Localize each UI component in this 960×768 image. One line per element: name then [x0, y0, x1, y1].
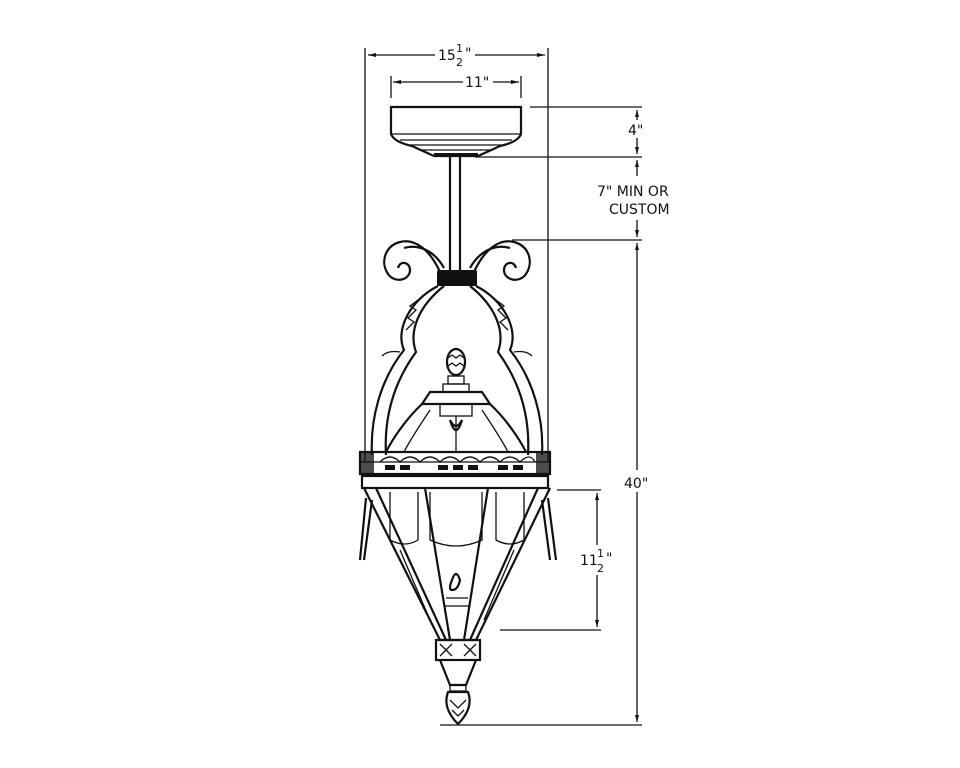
canopy-width-label: 11" [465, 75, 489, 91]
canopy-height-label: 4" [628, 123, 643, 139]
dome [385, 347, 527, 453]
glass-height-frac-den: 2 [597, 562, 604, 575]
collar [437, 270, 477, 286]
lantern-body [358, 487, 558, 687]
scroll-arms [370, 240, 544, 456]
overall-height-label: 40" [624, 476, 648, 492]
canopy-width-dimension: 11" [390, 75, 522, 98]
overall-width-frac-den: 2 [456, 56, 463, 69]
bottom-finial [445, 684, 471, 726]
overall-width-unit: " [465, 46, 471, 62]
overall-width-whole: 15 [438, 48, 456, 64]
canopy [389, 105, 523, 158]
overall-width-dimension: 15 1 2 " [364, 42, 549, 462]
overall-width-frac-num: 1 [456, 42, 463, 55]
stem [448, 157, 462, 272]
stem-length-label-line1: 7" MIN OR [597, 184, 669, 200]
height-dimensions: 4" 7" MIN OR CUSTOM 40" [440, 106, 670, 726]
glass-height-dimension: 11 1 2 " [500, 489, 612, 631]
stem-length-label-line2: CUSTOM [609, 202, 670, 218]
glass-height-unit: " [606, 551, 612, 567]
gallery-band [358, 450, 552, 490]
glass-height-frac-num: 1 [597, 547, 604, 560]
glass-height-whole: 11 [580, 553, 598, 569]
